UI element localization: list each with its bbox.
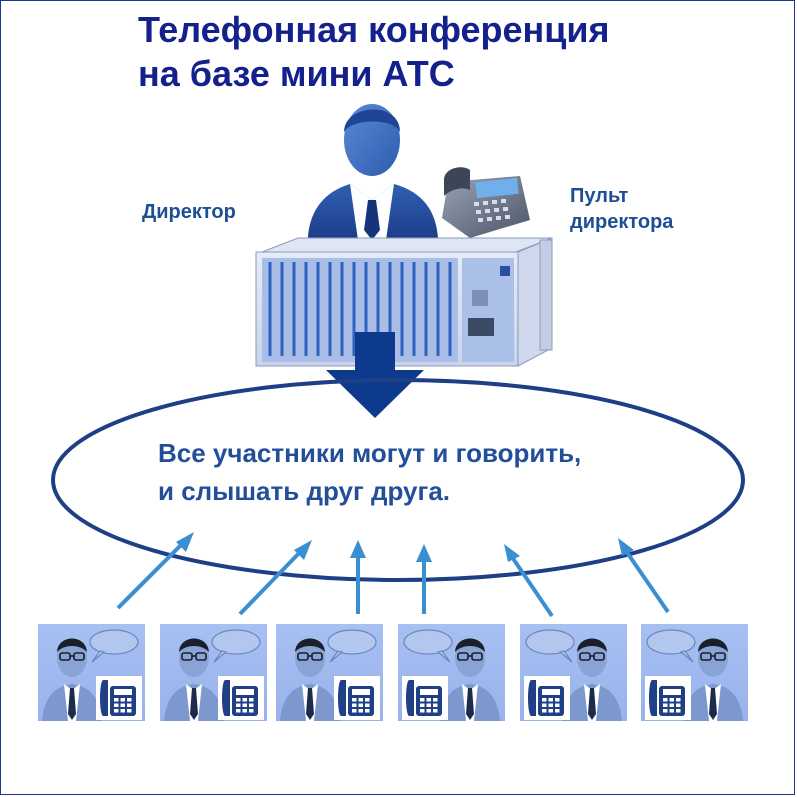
businessman-icon: [308, 104, 438, 240]
up-arrow-2: [238, 540, 312, 616]
up-arrow-3: [350, 540, 366, 614]
director-label: Директор: [142, 201, 236, 223]
console-label: Пульт директора: [570, 183, 673, 235]
person-icon: [280, 638, 340, 721]
speech-bubble-icon: [525, 629, 575, 663]
speech-bubble-icon: [327, 629, 377, 663]
title-line-2: на базе мини АТС: [138, 53, 455, 94]
up-arrow-6: [618, 538, 670, 614]
participant-tile-2: [160, 624, 267, 721]
console-label-line-1: Пульт: [570, 185, 629, 207]
participant-tile-6: [641, 624, 748, 721]
caption-line-2: и слышать друг друга.: [158, 476, 451, 506]
up-arrow-5: [504, 544, 554, 618]
up-arrow-1: [116, 532, 194, 610]
up-arrows: [116, 532, 670, 618]
person-icon: [440, 638, 500, 721]
diagram-title: Телефонная конференция на базе мини АТС: [138, 8, 758, 96]
phone-icon: [524, 676, 570, 720]
person-icon: [164, 638, 224, 721]
up-arrow-4: [416, 544, 432, 614]
phone-icon: [645, 676, 691, 720]
participant-tile-3: [276, 624, 383, 721]
pbx-rack-icon: [255, 237, 553, 367]
participant-tile-5: [520, 624, 627, 721]
phone-icon: [218, 676, 264, 720]
title-line-1: Телефонная конференция: [138, 9, 610, 50]
participant-tile-4: [398, 624, 505, 721]
phone-icon: [96, 676, 142, 720]
person-icon: [683, 638, 743, 721]
console-label-line-2: директора: [570, 211, 674, 233]
person-icon: [42, 638, 102, 721]
conference-caption: Все участники могут и говорить, и слышат…: [158, 434, 698, 510]
speech-bubble-icon: [211, 629, 261, 663]
phone-icon: [334, 676, 380, 720]
participant-tile-1: [38, 624, 145, 721]
desk-phone-icon: [442, 167, 530, 238]
down-arrow: [326, 332, 424, 418]
speech-bubble-icon: [646, 629, 696, 663]
person-icon: [562, 638, 622, 721]
speech-bubble-icon: [89, 629, 139, 663]
caption-line-1: Все участники могут и говорить,: [158, 438, 582, 468]
phone-icon: [402, 676, 448, 720]
conference-ellipse: [51, 378, 745, 582]
speech-bubble-icon: [403, 629, 453, 663]
